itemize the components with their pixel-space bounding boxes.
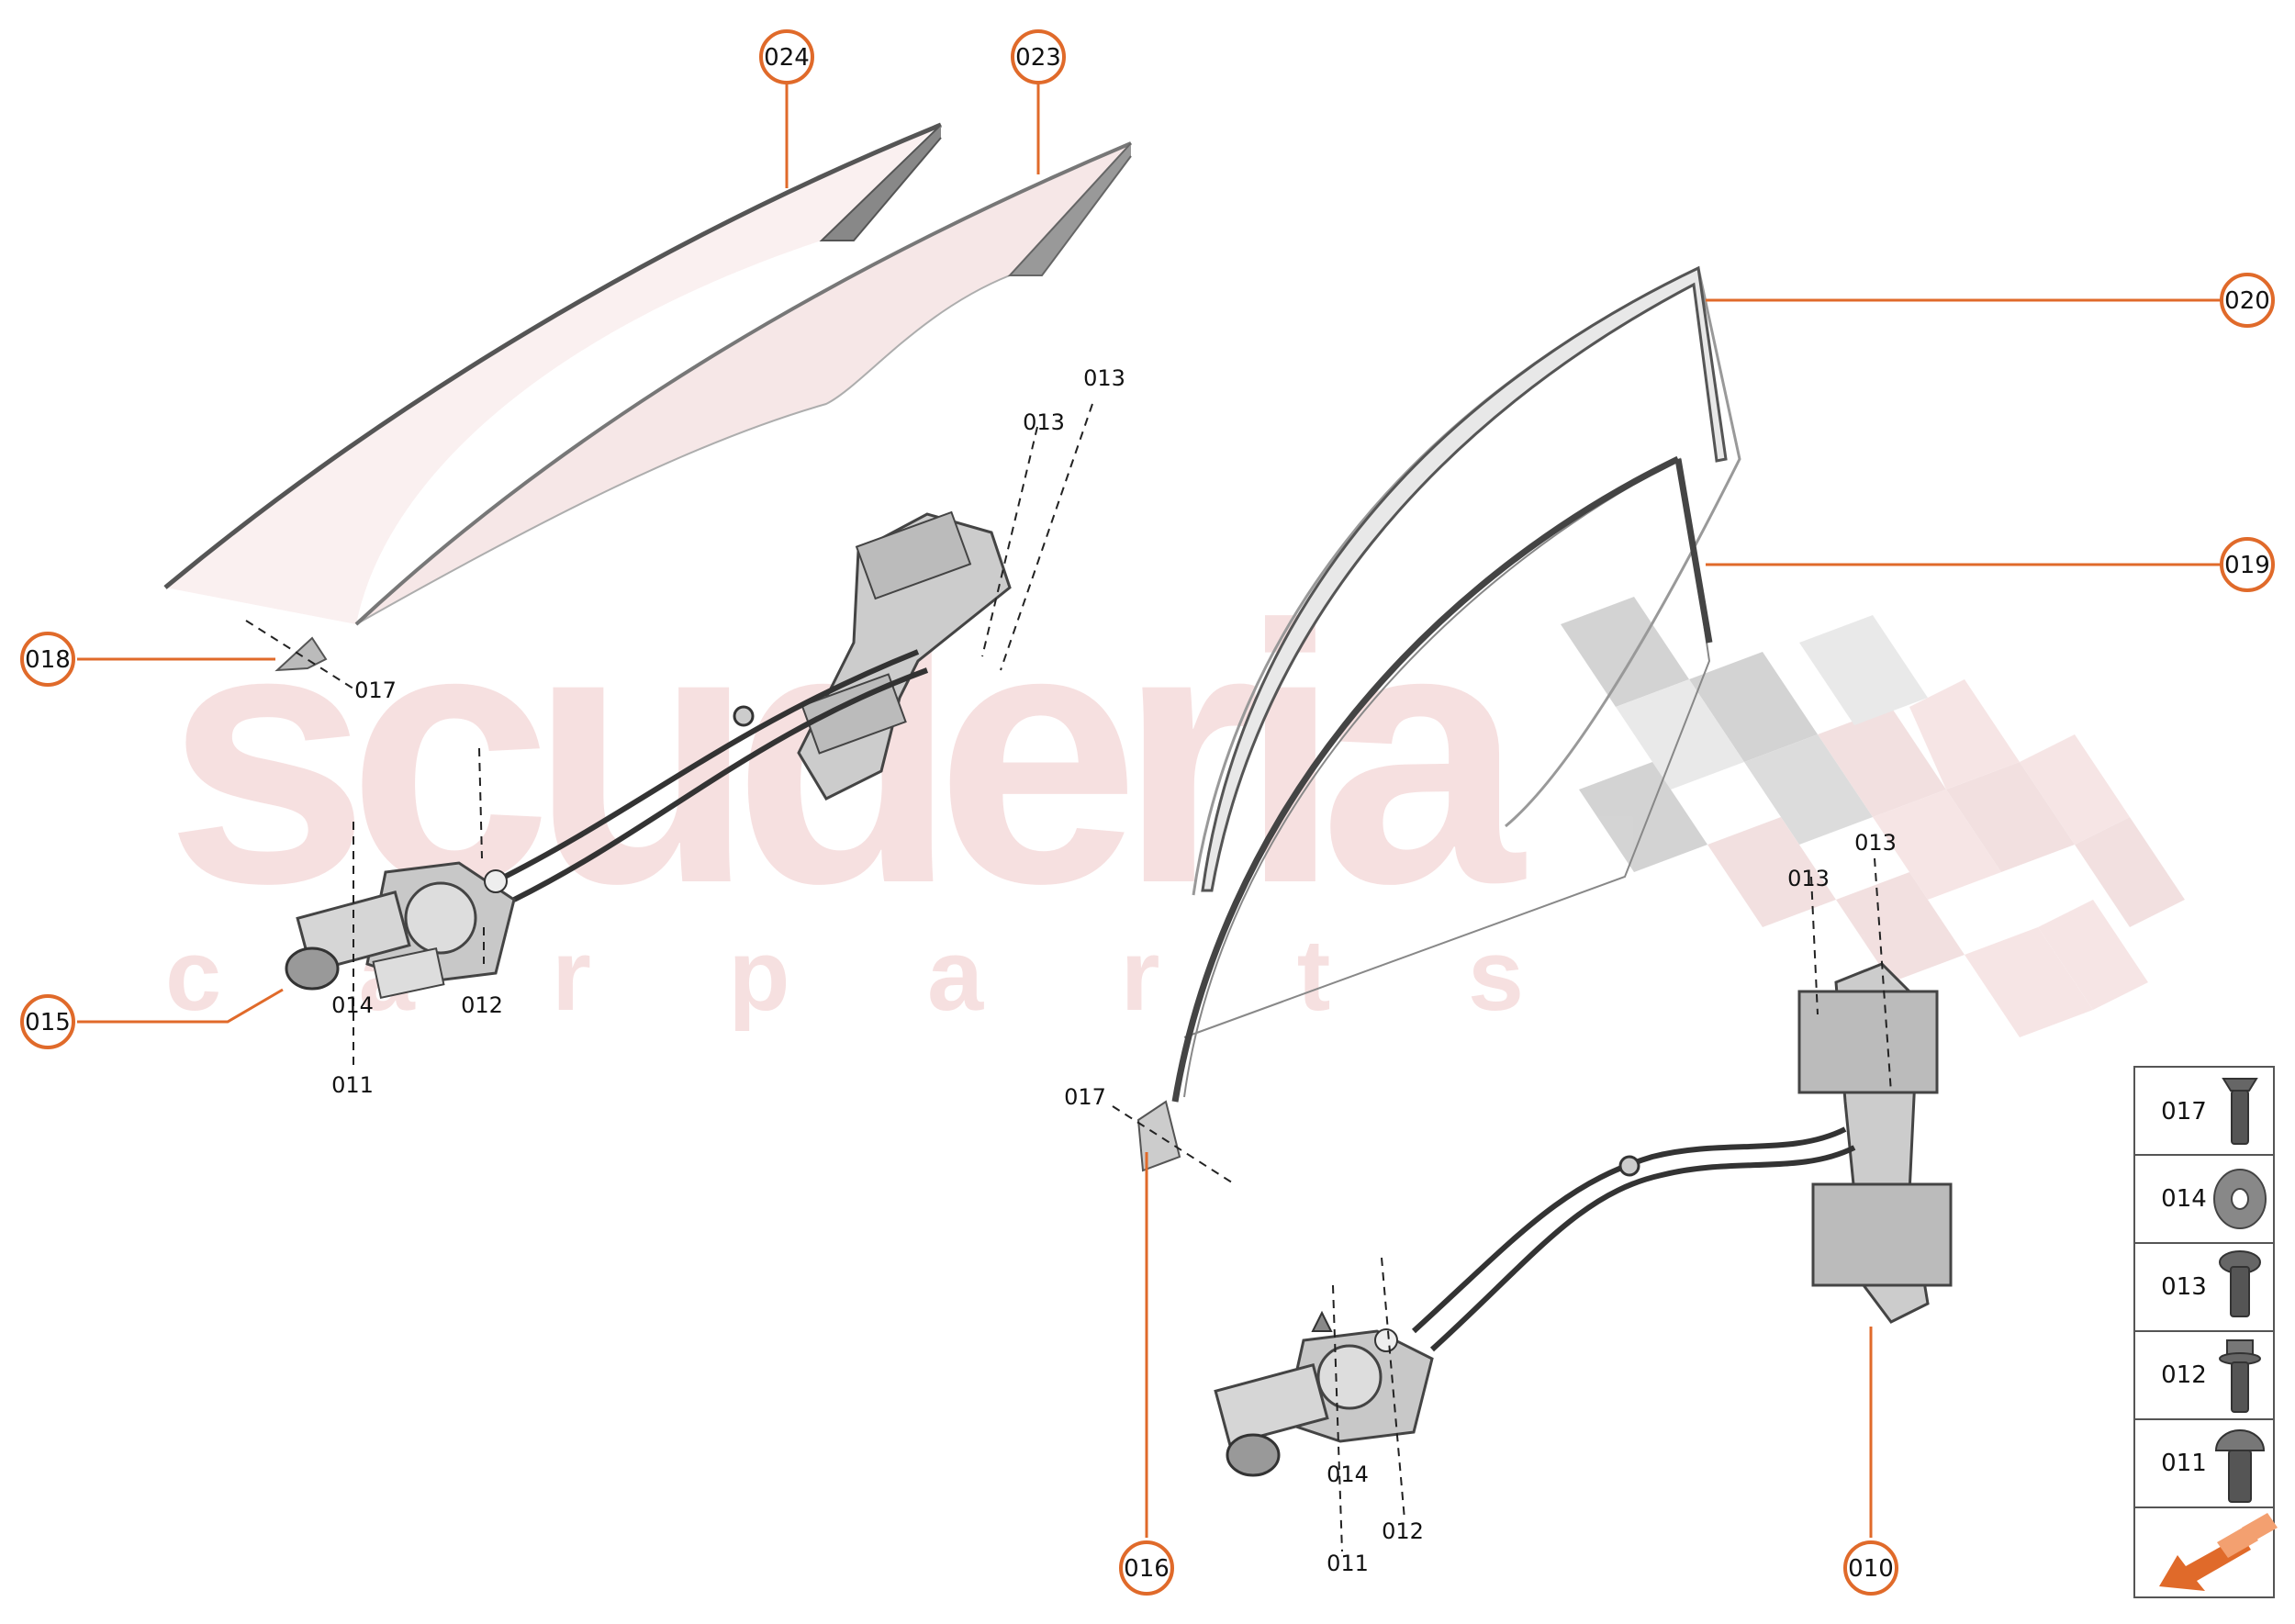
right-clip xyxy=(1112,1100,1236,1185)
button-head-bolt-icon xyxy=(2214,1429,2266,1503)
flat-head-screw-icon xyxy=(2222,1078,2258,1145)
label-017: 017 xyxy=(354,678,397,703)
callout-023[interactable]: 023 xyxy=(1011,29,1066,84)
callout-015[interactable]: 015 xyxy=(20,994,75,1049)
left-window-regulator xyxy=(494,510,1012,902)
label-014: 014 xyxy=(331,992,374,1018)
callout-024[interactable]: 024 xyxy=(759,29,814,84)
right-regulator-motor xyxy=(1214,1310,1434,1477)
svg-text:010: 010 xyxy=(1848,1555,1894,1583)
left-window-glass xyxy=(163,122,1132,626)
svg-text:020: 020 xyxy=(2224,287,2270,315)
label-014: 014 xyxy=(1327,1462,1369,1487)
svg-text:013: 013 xyxy=(2161,1273,2207,1301)
svg-text:019: 019 xyxy=(2224,552,2270,579)
svg-text:016: 016 xyxy=(1124,1555,1170,1583)
label-012: 012 xyxy=(461,992,503,1018)
callout-016[interactable]: 016 xyxy=(1119,1540,1174,1596)
legend-row-013: 013 xyxy=(2161,1250,2261,1317)
label-013: 013 xyxy=(1854,830,1897,856)
left-regulator-motor xyxy=(285,861,516,1000)
svg-text:015: 015 xyxy=(25,1009,71,1036)
label-013: 013 xyxy=(1023,409,1065,435)
fastener-legend: 017 014 013 012 xyxy=(2133,1066,2278,1598)
callout-010[interactable]: 010 xyxy=(1843,1540,1898,1596)
legend-row-011: 011 xyxy=(2161,1429,2266,1503)
callout-018[interactable]: 018 xyxy=(20,632,75,687)
front-direction-arrow-icon xyxy=(2159,1513,2278,1591)
left-clip xyxy=(245,620,357,691)
pan-head-screw-icon xyxy=(2219,1250,2261,1317)
callout-019[interactable]: 019 xyxy=(2220,537,2275,592)
svg-text:024: 024 xyxy=(764,44,810,72)
label-011: 011 xyxy=(1327,1551,1369,1576)
legend-row-012: 012 xyxy=(2161,1339,2261,1413)
svg-text:011: 011 xyxy=(2161,1450,2207,1477)
label-017: 017 xyxy=(1064,1084,1106,1110)
svg-text:017: 017 xyxy=(2161,1098,2207,1126)
legend-row-014: 014 xyxy=(2161,1169,2267,1229)
hex-flange-bolt-icon xyxy=(2219,1339,2261,1413)
legend-row-017: 017 xyxy=(2161,1078,2258,1145)
callout-020[interactable]: 020 xyxy=(2220,273,2275,328)
right-window-regulator xyxy=(1411,962,1953,1352)
label-012: 012 xyxy=(1382,1518,1424,1544)
washer-icon xyxy=(2213,1169,2267,1229)
svg-text:018: 018 xyxy=(25,646,71,674)
right-window-glass xyxy=(1171,265,1741,1103)
svg-text:023: 023 xyxy=(1015,44,1061,72)
callout-leader-lines xyxy=(77,83,2222,1538)
fastener-labels: 013 013 017 014 012 011 017 013 013 014 … xyxy=(331,365,1897,1576)
label-011: 011 xyxy=(331,1072,374,1098)
svg-text:012: 012 xyxy=(2161,1361,2207,1389)
fastener-dashed-lines xyxy=(353,403,1892,1552)
label-013: 013 xyxy=(1787,866,1830,891)
svg-text:014: 014 xyxy=(2161,1185,2207,1213)
label-013: 013 xyxy=(1083,365,1125,391)
